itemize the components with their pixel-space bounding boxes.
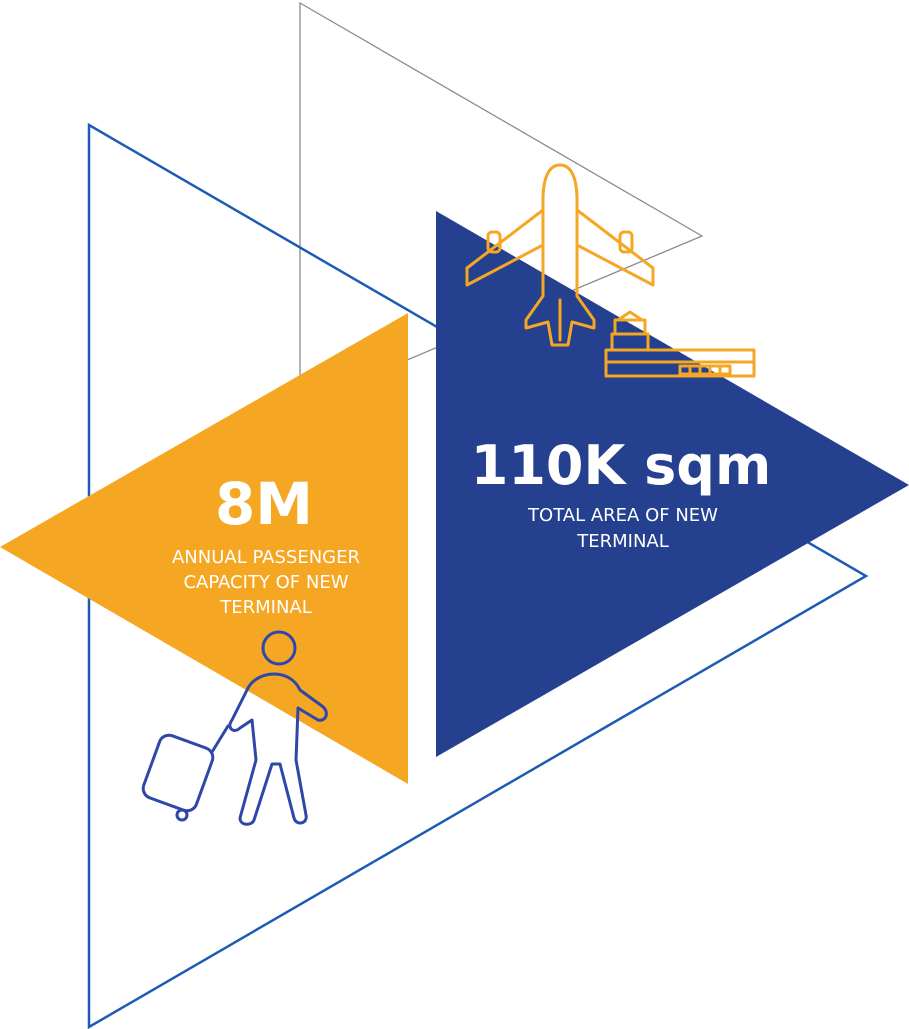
- orange-triangle: [0, 313, 408, 784]
- passenger-capacity-label-line3: TERMINAL: [219, 597, 312, 618]
- passenger-capacity-label-line1: ANNUAL PASSENGER: [172, 547, 360, 568]
- passenger-capacity-value: 8M: [215, 470, 313, 538]
- terminal-area-label-line2: TERMINAL: [576, 531, 669, 552]
- airplane-icon: [465, 163, 655, 347]
- terminal-area-value: 110K sqm: [471, 434, 771, 497]
- traveler-with-luggage-icon: [141, 630, 328, 826]
- terminal-building-icon: [604, 310, 756, 378]
- terminal-area-label-line1: TOTAL AREA OF NEW: [527, 505, 718, 526]
- passenger-capacity-label-line2: CAPACITY OF NEW: [183, 572, 348, 593]
- navy-triangle: [436, 211, 909, 757]
